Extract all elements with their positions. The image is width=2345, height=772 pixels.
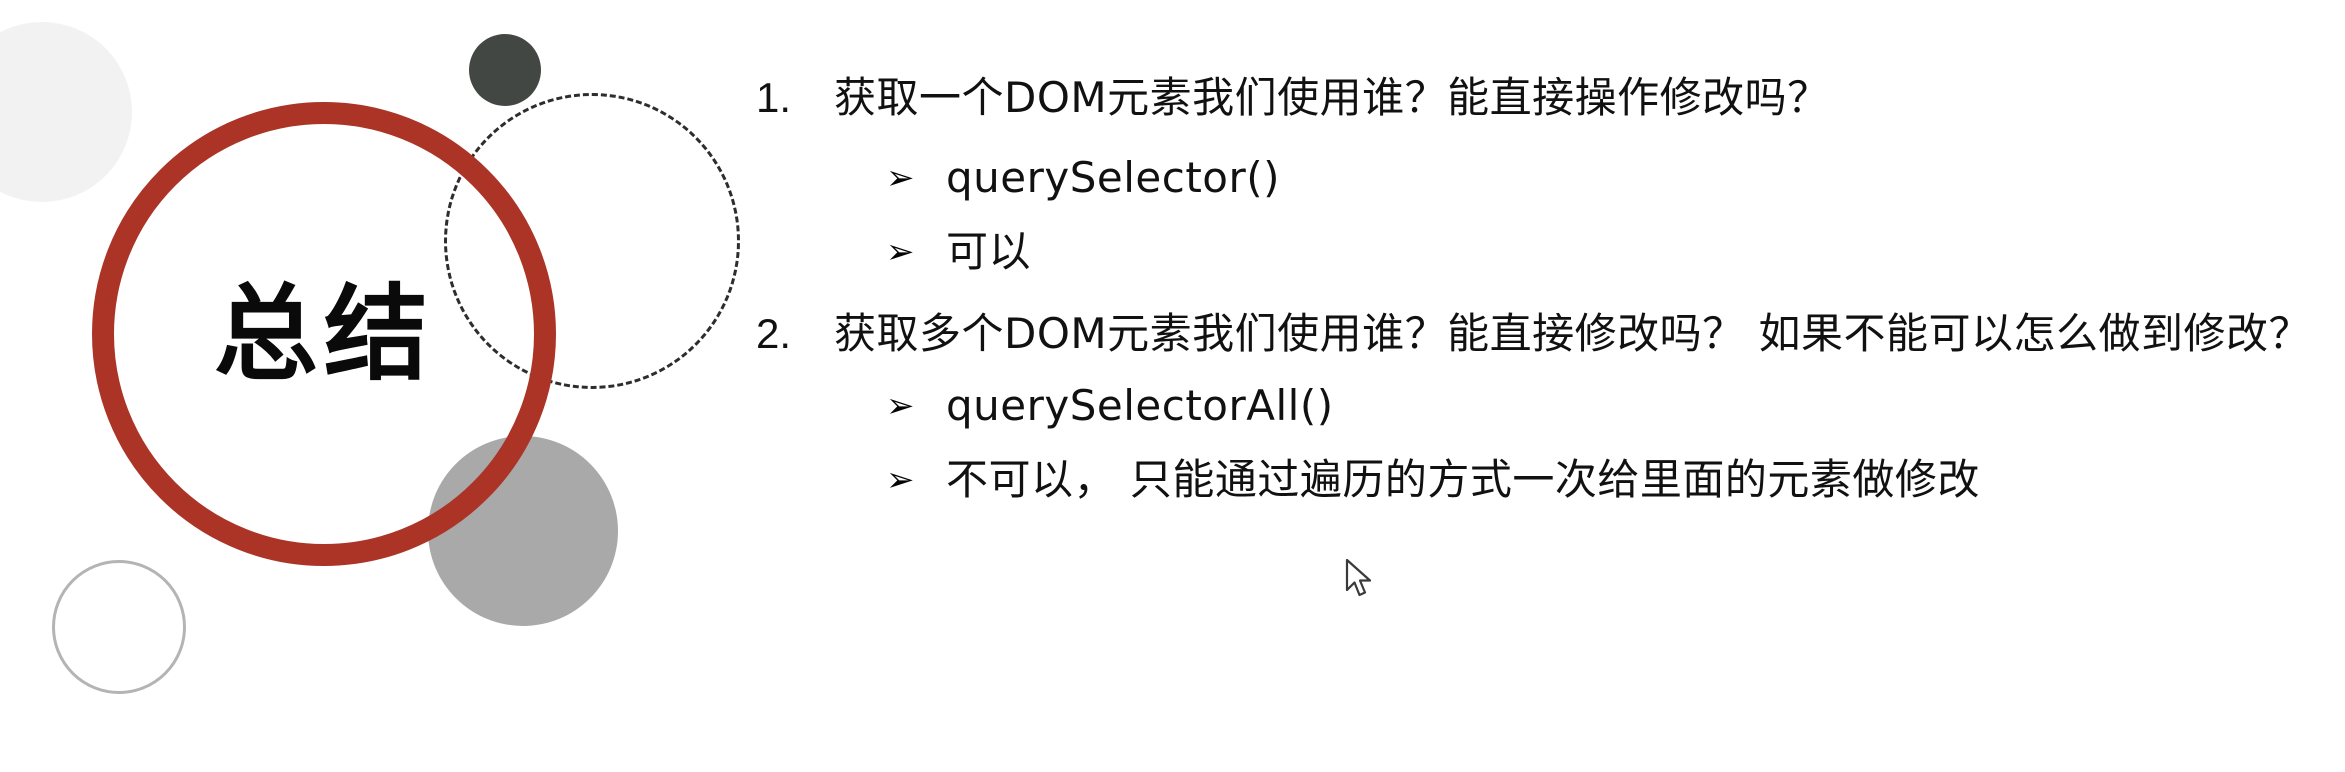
sub-bullet-item: ➢ 可以 [886,220,2316,284]
sub-bullet-text: 可以 [946,227,1032,276]
title-badge-ring: 总结 [92,102,556,566]
sub-bullet-item: ➢ 不可以， 只能通过遍历的方式一次给里面的元素做修改 [886,448,2316,512]
sub-bullet-text: 不可以， 只能通过遍历的方式一次给里面的元素做修改 [946,455,1980,504]
soft-gray-circle-decoration [0,22,132,202]
list-number-marker: 1. [756,74,792,121]
list-item-text: 获取一个DOM元素我们使用谁？能直接操作修改吗？ [834,73,1830,122]
page-title: 总结 [213,273,434,395]
decorative-graphic-group: 总结 [0,0,760,772]
arrow-bullet-icon: ➢ [886,158,915,198]
numbered-item: 2. 获取多个DOM元素我们使用谁？能直接修改吗？ 如果不能可以怎么做到修改？ [756,302,2316,366]
arrow-bullet-icon: ➢ [886,386,915,426]
mouse-cursor-icon [1344,558,1378,602]
list-item-text: 获取多个DOM元素我们使用谁？能直接修改吗？ 如果不能可以怎么做到修改？ [834,309,2311,358]
content-column: 1. 获取一个DOM元素我们使用谁？能直接操作修改吗？ ➢ querySelec… [756,66,2316,512]
sub-bullet-list: ➢ querySelector() ➢ 可以 [756,146,2316,284]
arrow-bullet-icon: ➢ [886,460,915,500]
arrow-bullet-icon: ➢ [886,232,915,272]
sub-bullet-text: querySelectorAll() [946,381,1334,430]
sub-bullet-item: ➢ querySelector() [886,146,2316,210]
numbered-item: 1. 获取一个DOM元素我们使用谁？能直接操作修改吗？ [756,66,2316,130]
dark-dot-circle-decoration [469,34,541,106]
sub-bullet-list: ➢ querySelectorAll() ➢ 不可以， 只能通过遍历的方式一次给… [756,374,2316,512]
sub-bullet-text: querySelector() [946,153,1281,202]
list-number-marker: 2. [756,310,792,357]
sub-bullet-item: ➢ querySelectorAll() [886,374,2316,438]
outline-circle-decoration [52,560,186,694]
